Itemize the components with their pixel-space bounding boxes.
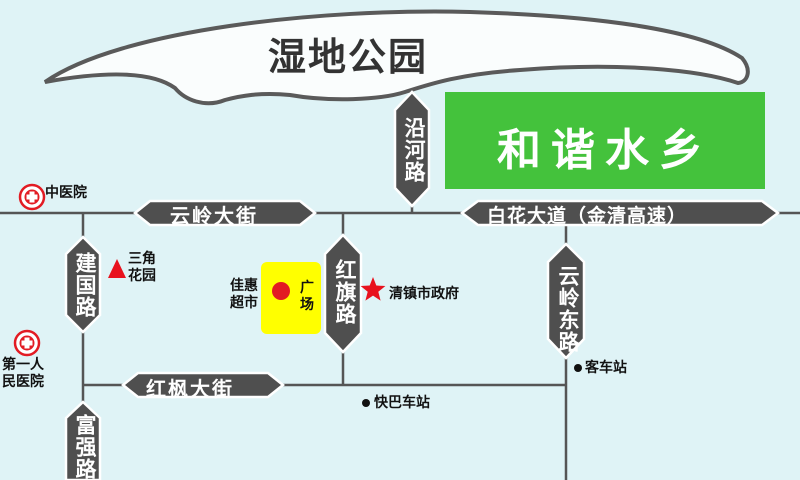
hospital-icon	[18, 183, 46, 211]
road-label-jianguo: 建国路	[73, 252, 97, 318]
road-label-baihua: 白花大道（金清高速）	[487, 205, 688, 227]
poi-first-hospital: 第一人民医院	[2, 357, 44, 390]
square-block	[261, 262, 321, 334]
poi-sanjiao: 三角花园	[128, 251, 156, 284]
shield-baihua	[459, 199, 781, 227]
road-label-hongfeng: 红枫大街	[146, 377, 234, 401]
government-star-icon	[360, 277, 386, 301]
shield-jianguo	[64, 235, 102, 334]
park-outline	[43, 9, 750, 106]
poi-bus-station: 客车站	[585, 360, 627, 376]
triangle-icon	[108, 259, 126, 278]
road-label-hongqi: 红旗路	[333, 259, 357, 325]
poi-jiahui: 佳惠超市	[230, 278, 258, 311]
shield-yanhe	[393, 90, 431, 208]
shield-hongfeng	[120, 371, 286, 399]
road-label-yunling-east: 云岭东路	[556, 265, 580, 353]
road-label-fuqiang: 富强路	[73, 414, 97, 480]
shield-yunling-st	[132, 199, 318, 227]
poi-zhong-hospital: 中医院	[45, 185, 87, 201]
supermarket-dot	[272, 282, 290, 300]
road-shields	[64, 90, 781, 480]
park-title: 湿地公园	[268, 35, 429, 79]
shield-hongqi	[323, 233, 363, 354]
poi-guangchang: 广场	[300, 280, 314, 313]
shield-fuqiang	[64, 400, 102, 480]
shield-yunling-east	[546, 242, 586, 360]
poi-express-bus: 快巴车站	[374, 395, 430, 411]
harmony-banner: 和谐水乡	[445, 92, 765, 189]
bus-station-dot	[574, 364, 582, 372]
poi-government: 清镇市政府	[389, 286, 459, 302]
road-label-yanhe: 沿河路	[402, 117, 426, 183]
banner-text: 和谐水乡	[497, 125, 713, 176]
hospital-icon	[13, 329, 41, 357]
road-label-yunling-st: 云岭大街	[170, 204, 258, 228]
express-bus-dot	[362, 399, 370, 407]
